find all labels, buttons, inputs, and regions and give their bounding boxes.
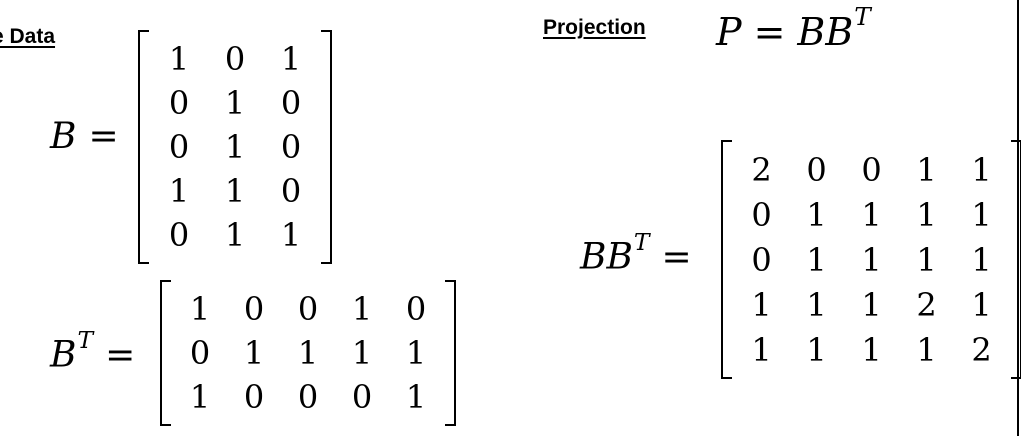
matrix-bbt-cell: 0 — [806, 150, 827, 189]
projection-rhs: BB — [797, 9, 854, 54]
matrix-bbt-label: BBT = — [580, 228, 704, 278]
matrix-bt-cell: 1 — [297, 334, 319, 372]
matrix-bbt-superscript: T — [633, 228, 650, 256]
matrix-b-label: B= — [50, 116, 131, 157]
matrix-bbt-equals: = — [661, 236, 692, 278]
matrix-bbt-cell: 1 — [751, 330, 772, 369]
projection-lhs: P — [716, 9, 742, 54]
matrix-bbt-cell: 1 — [916, 240, 937, 279]
matrix-bbt-cell: 1 — [916, 195, 937, 234]
matrix-bt-cell: 0 — [243, 378, 265, 416]
matrix-b-cell: 0 — [168, 84, 190, 122]
matrix-bbt-cell: 0 — [751, 195, 772, 234]
projection-rhs-superscript: T — [854, 2, 871, 31]
matrix-bbt-name: BB — [580, 236, 633, 278]
matrix-bt-name: B — [50, 334, 77, 376]
matrix-bbt-cell: 1 — [971, 195, 992, 234]
matrix-bbt-cell: 0 — [751, 240, 772, 279]
matrix-bbt-cell: 1 — [916, 150, 937, 189]
matrix-b-cell: 0 — [224, 40, 246, 78]
matrix-bbt-cell: 1 — [916, 330, 937, 369]
projection-formula: P=BBT — [716, 2, 871, 54]
matrix-bbt-cell: 1 — [806, 195, 827, 234]
matrix-bt-cell: 0 — [297, 378, 319, 416]
matrix-bt-cell: 1 — [351, 334, 373, 372]
matrix-b-cell: 0 — [280, 84, 302, 122]
matrix-bt-superscript: T — [77, 326, 94, 354]
matrix-b-cell: 1 — [224, 84, 246, 122]
section-heading-projection: Projection — [543, 16, 646, 39]
matrix-bbt-cell: 1 — [806, 285, 827, 324]
matrix-b-cell: 1 — [280, 216, 302, 254]
matrix-bt-cell: 1 — [405, 334, 427, 372]
matrix-b-cell: 1 — [168, 40, 190, 78]
matrix-bt-cell: 0 — [351, 378, 373, 416]
matrix-b-right-bracket — [321, 30, 332, 264]
panel-border — [1017, 0, 1019, 436]
matrix-bbt-cell: 2 — [751, 150, 772, 189]
matrix-bbt-cell: 1 — [806, 330, 827, 369]
matrix-bt-cell: 0 — [297, 290, 319, 328]
matrix-b-cell: 0 — [280, 128, 302, 166]
matrix-bbt-cell: 2 — [971, 330, 992, 369]
matrix-b-left-bracket — [138, 30, 149, 264]
matrix-b-name: B — [50, 116, 77, 157]
matrix-b-cell: 1 — [280, 40, 302, 78]
matrix-bt-cell: 0 — [243, 290, 265, 328]
matrix-bbt-cell: 0 — [861, 150, 882, 189]
matrix-b-cell: 1 — [168, 172, 190, 210]
section-heading-data: e Data — [0, 25, 56, 48]
projection-equals: = — [753, 9, 786, 54]
matrix-b-cell: 1 — [224, 172, 246, 210]
matrix-bbt-cell: 1 — [971, 285, 992, 324]
matrix-bt-cell: 1 — [189, 378, 211, 416]
matrix-b-cell: 1 — [224, 128, 246, 166]
matrix-bbt-left-bracket — [721, 140, 732, 379]
matrix-bt-right-bracket — [445, 280, 456, 426]
matrix-b-cell: 0 — [280, 172, 302, 210]
matrix-bt-label: BT = — [50, 326, 147, 376]
matrix-bbt-right-bracket — [1011, 140, 1021, 379]
matrix-b-cell: 0 — [168, 128, 190, 166]
matrix-bt-cell: 0 — [405, 290, 427, 328]
matrix-bbt-cell: 1 — [861, 195, 882, 234]
matrix-b-equals: = — [88, 116, 119, 157]
matrix-bbt-cell: 2 — [916, 285, 937, 324]
matrix-bt-cell: 1 — [189, 290, 211, 328]
matrix-bbt-cell: 1 — [861, 240, 882, 279]
matrix-bbt-cell: 1 — [861, 330, 882, 369]
matrix-bt-left-bracket — [160, 280, 171, 426]
matrix-b-cell: 1 — [224, 216, 246, 254]
matrix-b-cell: 0 — [168, 216, 190, 254]
matrix-bbt-cell: 1 — [971, 150, 992, 189]
matrix-bt-cell: 1 — [243, 334, 265, 372]
matrix-bbt-cell: 1 — [971, 240, 992, 279]
matrix-bt-cell: 1 — [405, 378, 427, 416]
matrix-bt-cell: 1 — [351, 290, 373, 328]
matrix-bbt-cell: 1 — [806, 240, 827, 279]
matrix-bbt-cell: 1 — [861, 285, 882, 324]
matrix-bbt-cell: 1 — [751, 285, 772, 324]
matrix-bt-equals: = — [105, 334, 136, 376]
matrix-bt-cell: 0 — [189, 334, 211, 372]
